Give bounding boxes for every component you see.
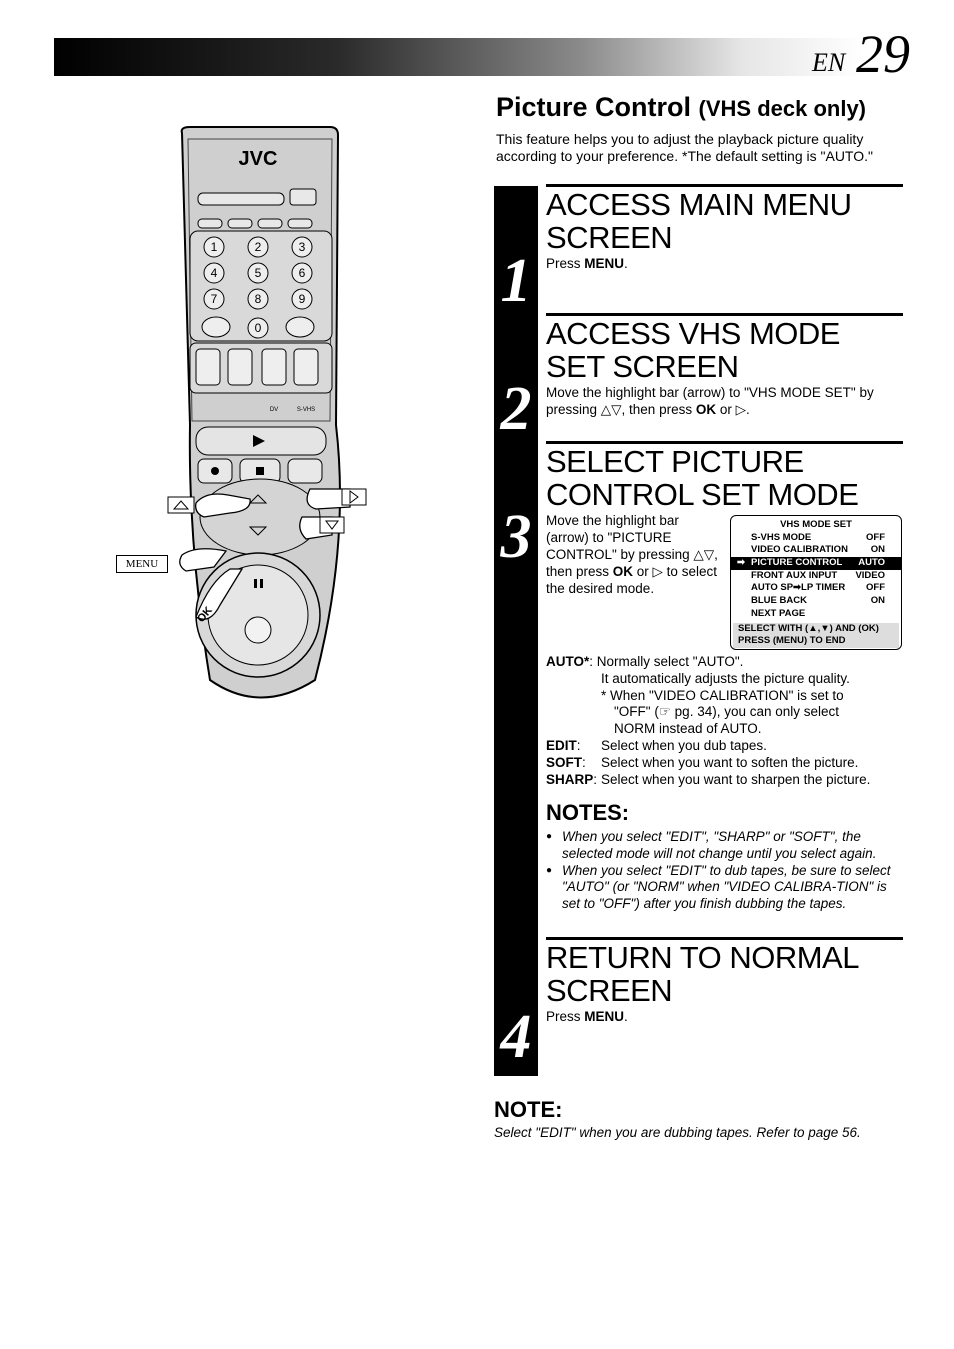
osd-footer: SELECT WITH (▲,▼) AND (OK)PRESS (MENU) T… — [733, 622, 899, 648]
bullet-icon: ● — [546, 831, 553, 842]
mode-auto-line4: "OFF" (☞ pg. 34), you can only select — [614, 704, 840, 720]
mode-sharp-val: Select when you want to sharpen the pict… — [601, 771, 871, 787]
key-7: 7 — [211, 292, 218, 306]
header-gradient-bar — [54, 38, 864, 76]
step-3-number: 3 — [500, 503, 532, 571]
step-1-heading: ACCESS MAIN MENU SCREEN — [546, 187, 852, 255]
key-2: 2 — [255, 240, 262, 254]
step-1-number: 1 — [500, 247, 532, 315]
list-item: ●When you select "EDIT" to dub tapes, be… — [546, 862, 891, 912]
mode-auto-line5: NORM instead of AUTO. — [614, 721, 762, 737]
mode-auto-line3: * When "VIDEO CALIBRATION" is set to — [601, 687, 844, 703]
step-4-rule — [546, 937, 903, 940]
mode-soft-val: Select when you want to soften the pictu… — [601, 754, 859, 770]
page-number: 29 — [856, 24, 910, 84]
svhs-label: S-VHS — [297, 407, 315, 413]
key-9: 9 — [299, 292, 306, 306]
step-3-text: Move the highlight bar (arrow) to "PICTU… — [546, 513, 718, 596]
step-3-rule — [546, 441, 903, 444]
title-main: Picture Control — [496, 92, 692, 122]
remote-brand: JVC — [239, 148, 278, 170]
mode-descriptions: AUTO*: Normally select "AUTO". It automa… — [546, 654, 906, 788]
osd-title: VHS MODE SET — [780, 519, 852, 530]
key-1: 1 — [211, 240, 218, 254]
key-4: 4 — [211, 266, 218, 280]
arrow-right-icon: ➡ — [737, 557, 745, 569]
page-title: Picture Control (VHS deck only) — [496, 92, 866, 123]
key-3: 3 — [299, 240, 306, 254]
step-4-number: 4 — [500, 1003, 532, 1071]
note-text: Select "EDIT" when you are dubbing tapes… — [494, 1125, 861, 1140]
menu-callout-label: MENU — [116, 555, 168, 573]
mode-edit-key: EDIT — [546, 737, 577, 753]
step-4-heading: RETURN TO NORMAL SCREEN — [546, 940, 858, 1008]
step-2-heading: ACCESS VHS MODE SET SCREEN — [546, 316, 840, 384]
step-number-bar — [494, 186, 538, 1076]
mode-soft-key: SOFT — [546, 754, 582, 770]
key-6: 6 — [299, 266, 306, 280]
step-1-rule — [546, 184, 903, 187]
key-8: 8 — [255, 292, 262, 306]
language-tag: EN — [812, 48, 846, 77]
step-3-heading: SELECT PICTURE CONTROL SET MODE — [546, 444, 859, 512]
title-sub: (VHS deck only) — [698, 96, 867, 121]
mode-auto-line1: : Normally select "AUTO". — [589, 654, 744, 669]
dv-label: DV — [270, 407, 278, 413]
step-2-number: 2 — [500, 375, 532, 443]
mode-auto-line2: It automatically adjusts the picture qua… — [601, 670, 850, 686]
step-2-rule — [546, 313, 903, 316]
intro-text: This feature helps you to adjust the pla… — [496, 131, 873, 164]
mode-auto-key: AUTO* — [546, 654, 590, 669]
key-0: 0 — [255, 321, 262, 335]
notes-heading: NOTES: — [546, 800, 630, 825]
key-5: 5 — [255, 266, 262, 280]
bullet-icon: ● — [546, 864, 553, 876]
notes-list: ●When you select "EDIT", "SHARP" or "SOF… — [546, 829, 906, 913]
step-2-text: Move the highlight bar (arrow) to "VHS M… — [546, 385, 874, 417]
osd-row: NEXT PAGE — [751, 607, 806, 619]
mode-sharp-key: SHARP — [546, 771, 594, 787]
list-item: ●When you select "EDIT", "SHARP" or "SOF… — [546, 829, 877, 861]
step-1-text: Press MENU. — [546, 256, 628, 271]
step-4-text: Press MENU. — [546, 1009, 628, 1024]
note-heading: NOTE: — [494, 1097, 563, 1122]
mode-edit-val: Select when you dub tapes. — [601, 737, 767, 753]
remote-control-illustration: JVC 1 2 3 4 5 6 7 8 9 0 DV S-VHS — [167, 126, 367, 699]
